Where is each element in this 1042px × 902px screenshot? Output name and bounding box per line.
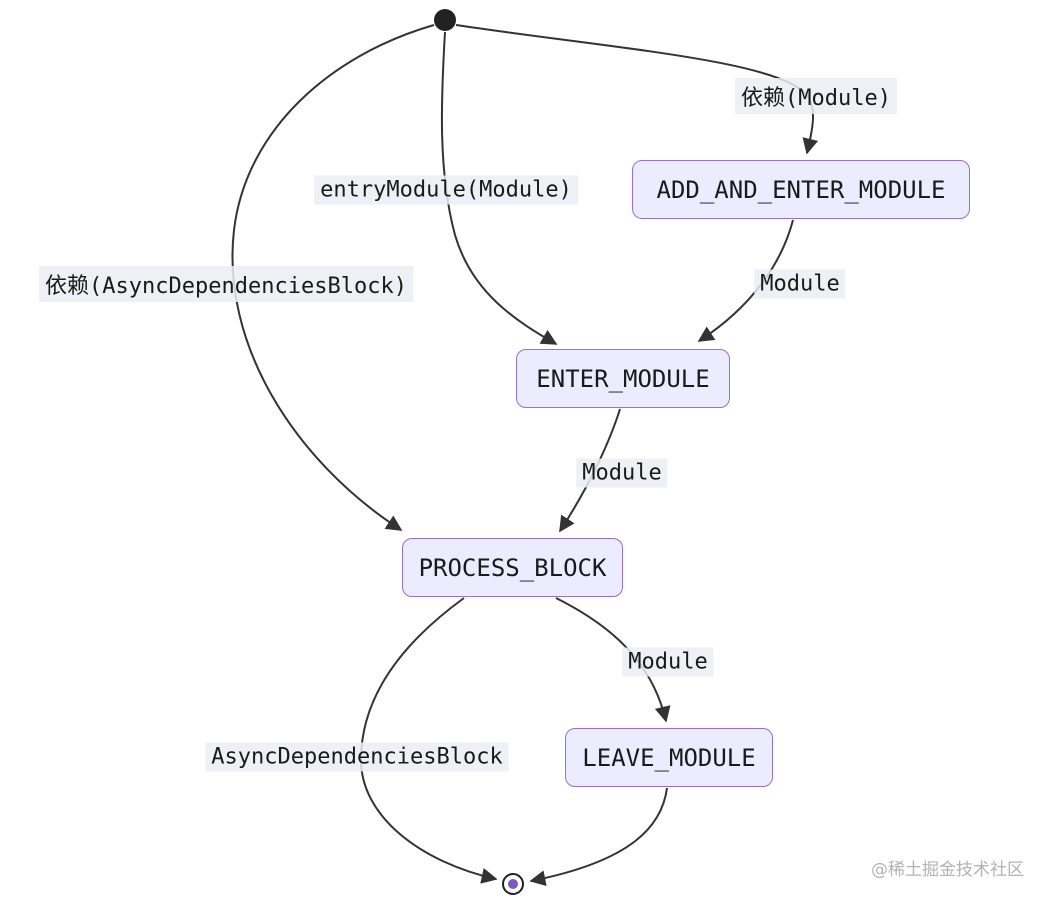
edge-label-process-to-leave: Module xyxy=(622,647,714,677)
state-node-enter-module: ENTER_MODULE xyxy=(516,349,730,408)
edge-label-enter-to-process: Module xyxy=(576,458,668,488)
end-state-node xyxy=(502,873,524,895)
watermark-text: @稀土掘金技术社区 xyxy=(871,860,1024,880)
edge-start-to-enter xyxy=(440,31,558,345)
state-node-add-and-enter-module: ADD_AND_ENTER_MODULE xyxy=(632,160,970,219)
edge-label-start-to-process: 依赖(AsyncDependenciesBlock) xyxy=(39,266,413,302)
edge-label-process-to-end: AsyncDependenciesBlock xyxy=(205,742,509,772)
edge-process-to-end xyxy=(359,597,498,884)
edge-leave-to-end xyxy=(529,787,668,887)
edge-start-to-process xyxy=(231,24,435,531)
edge-start-to-add-and-enter xyxy=(455,24,819,155)
edge-label-start-to-add-and-enter: 依赖(Module) xyxy=(735,78,897,114)
edge-label-start-to-enter: entryModule(Module) xyxy=(314,175,578,205)
state-node-process-block: PROCESS_BLOCK xyxy=(402,538,623,597)
start-state-node xyxy=(434,9,456,31)
state-node-leave-module: LEAVE_MODULE xyxy=(565,728,773,787)
edge-label-add-and-enter-to-enter: Module xyxy=(754,269,846,299)
end-state-inner-dot xyxy=(508,879,518,889)
